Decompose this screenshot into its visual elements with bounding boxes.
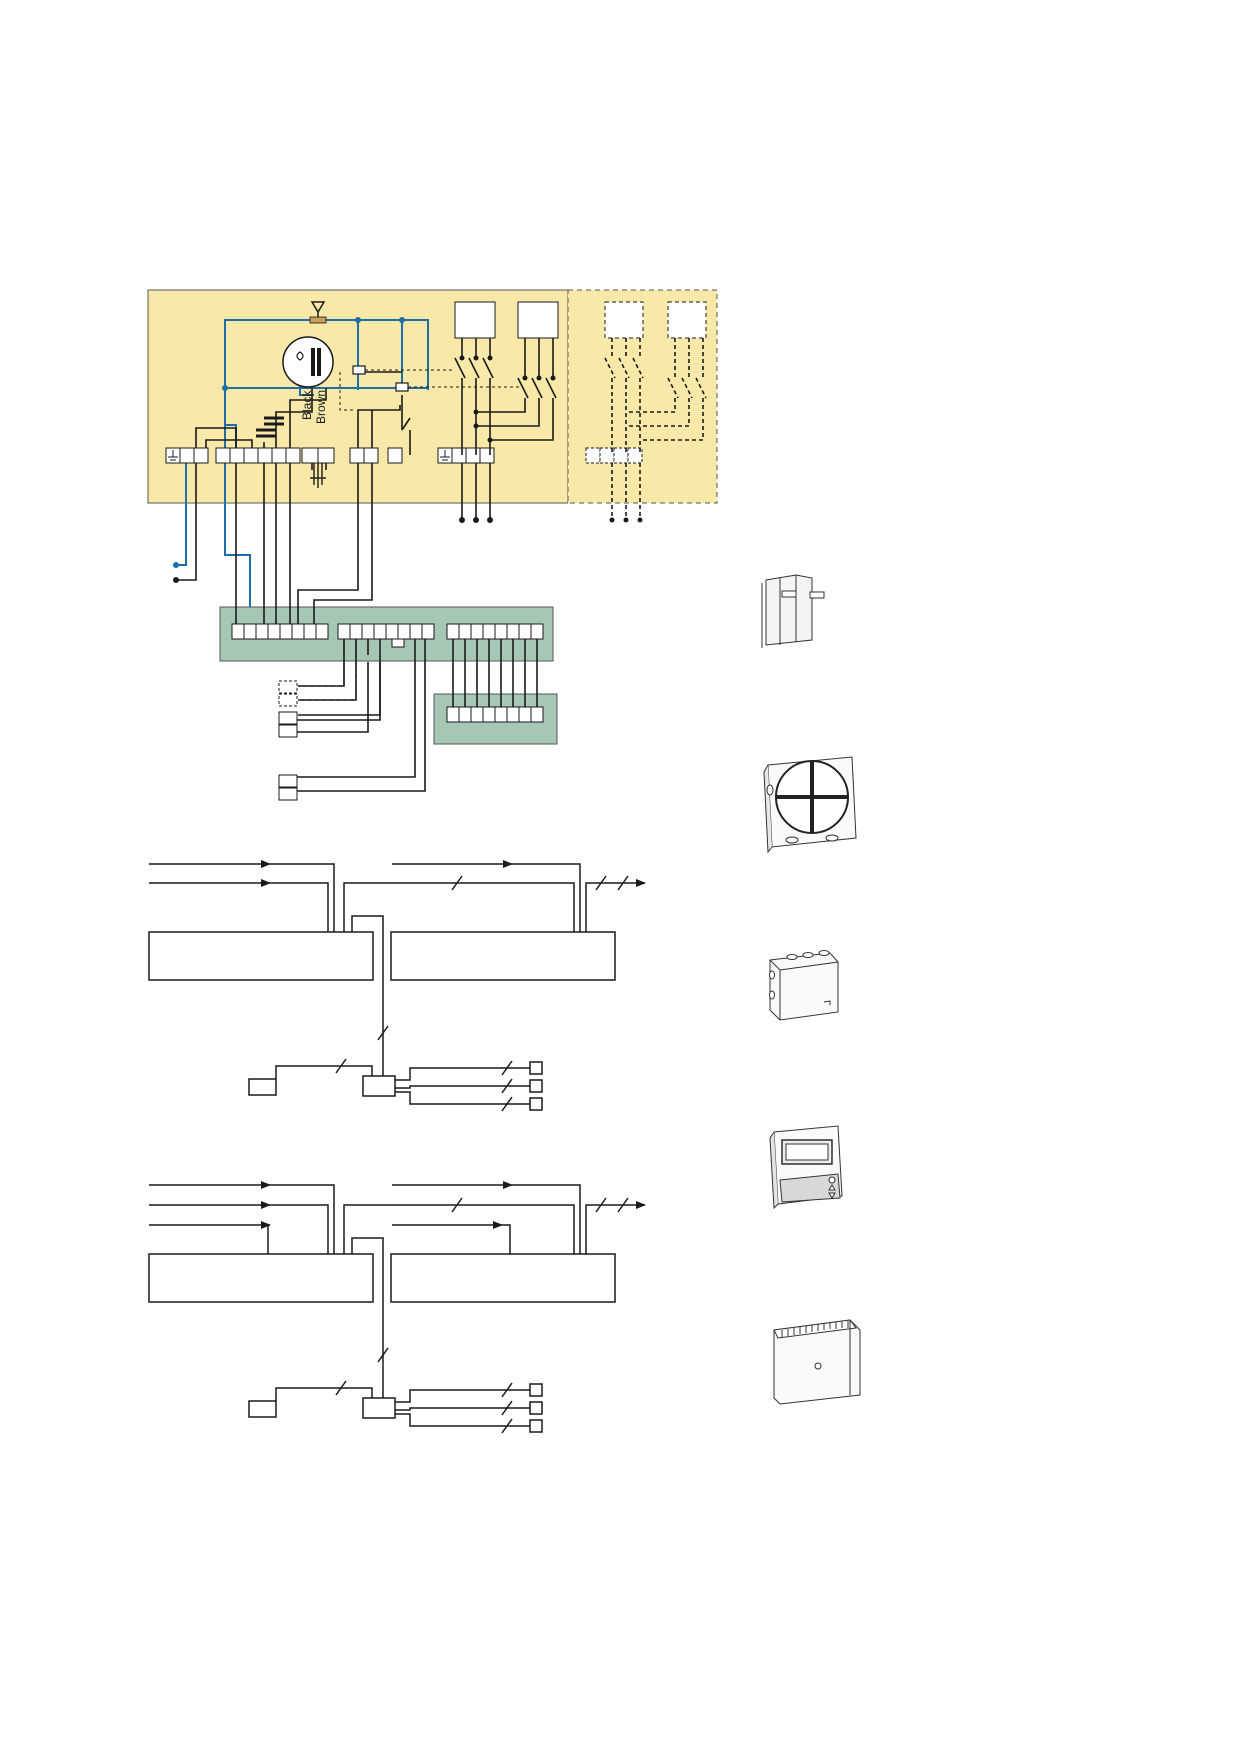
power-supply-dots-optional — [609, 517, 643, 523]
control-terminal-row-3 — [446, 623, 544, 640]
control-module — [219, 606, 554, 662]
heater-unit-panel: Black Brown — [147, 289, 718, 628]
power-supply-lines-optional — [611, 463, 641, 520]
unit-box-right-1 — [390, 931, 616, 981]
junction-box-icon — [769, 950, 839, 1021]
contactor-switches-main — [454, 338, 557, 455]
left-supply-leads — [173, 463, 197, 583]
unit-box-left-2 — [148, 1253, 374, 1303]
terminal-block-power-main — [437, 447, 495, 464]
sensor-box-2c — [529, 1419, 543, 1433]
controller-box-1 — [362, 1075, 396, 1097]
module-feed-wires — [235, 463, 373, 624]
expansion-terminals — [446, 706, 544, 723]
control-terminal-row-2 — [337, 623, 435, 640]
panel-box-1 — [248, 1078, 277, 1096]
terminal-block-fan — [215, 447, 301, 464]
wire-label-brown: Brown — [314, 390, 328, 424]
sensor-box-1b — [529, 1079, 543, 1093]
terminal-block-motor — [301, 447, 335, 464]
heating-element-boxes-optional — [604, 301, 707, 339]
unit-box-right-2 — [390, 1253, 616, 1303]
block-diagram-2 — [148, 1181, 646, 1434]
control-panel-icon — [769, 1125, 843, 1210]
contactor-switches-optional — [604, 338, 707, 455]
sensor-box-2b — [529, 1401, 543, 1415]
thermostat-symbol-icon — [309, 301, 327, 324]
power-supply-dots — [459, 517, 493, 523]
heating-element-boxes — [454, 301, 559, 339]
terminal-block-power-optional — [585, 447, 643, 464]
terminal-block-control — [349, 447, 403, 464]
motor-plug-icon — [310, 463, 326, 488]
control-terminal-row-1 — [231, 623, 329, 640]
room-sensor-icon — [763, 756, 857, 854]
sensor-feed-b — [297, 662, 381, 733]
block-diagram-1 — [148, 860, 646, 1112]
power-supply-lines — [461, 463, 491, 520]
optional-sensor-connections — [298, 639, 357, 701]
unit-box-left-1 — [148, 931, 374, 981]
capacitor-icon — [256, 416, 284, 438]
sensor-connections — [296, 639, 426, 792]
panel-box-2 — [248, 1400, 277, 1418]
sensor-box-1a — [529, 1061, 543, 1075]
relay-control-dashes — [339, 369, 520, 411]
expansion-bus-wires — [452, 639, 538, 707]
sensor-terminal-boxes — [278, 680, 298, 801]
window-contact-icon — [761, 574, 825, 648]
sensor-box-2a — [529, 1383, 543, 1397]
fan-motor-icon — [282, 336, 334, 388]
controller-box-2 — [362, 1397, 396, 1419]
contactor-dots-main — [459, 355, 556, 443]
earth-symbol-icon-2 — [440, 450, 450, 461]
terminal-block-earth-left — [165, 447, 209, 464]
wall-sensor-icon — [773, 1319, 861, 1405]
earth-symbol-icon — [168, 450, 178, 461]
sensor-box-1c — [529, 1097, 543, 1111]
